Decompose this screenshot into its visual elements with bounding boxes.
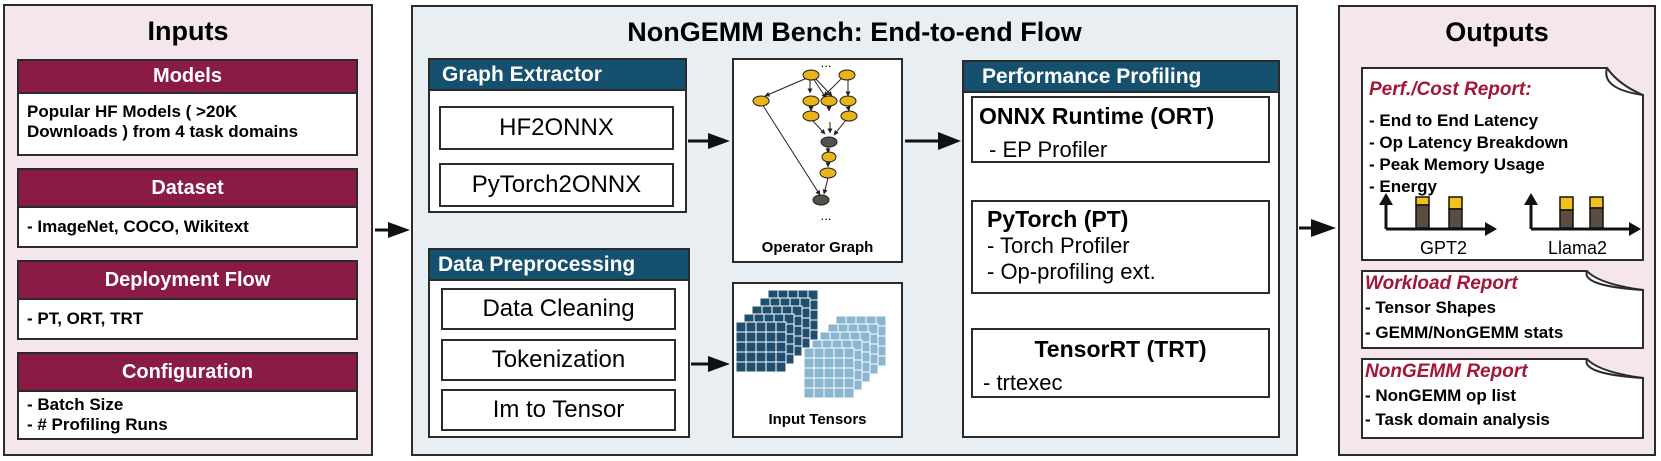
input-tensors-icon	[735, 289, 887, 399]
arrow-inputs-to-flow	[375, 222, 410, 238]
workload-report-title: Workload Report	[1365, 273, 1518, 294]
nongemm-report-item-1: - NonGEMM op list	[1365, 386, 1517, 405]
models-card-body: Popular HF Models ( >20K Downloads ) fro…	[27, 102, 299, 141]
models-card: Models Popular HF Models ( >20K Download…	[17, 59, 358, 156]
graph-nodes	[752, 69, 858, 179]
pt-title: PyTorch (PT)	[987, 206, 1129, 232]
perf-report-item-1: - End to End Latency	[1369, 111, 1539, 130]
outputs-title: Outputs	[1445, 17, 1549, 47]
configuration-card-header: Configuration	[19, 354, 356, 392]
arrow-graph-to-profiling	[905, 132, 961, 150]
graph-extractor-title: Graph Extractor	[430, 60, 685, 91]
arrow-preprocessing-to-tensors	[691, 356, 730, 372]
chart-label-llama2: Llama2	[1548, 238, 1608, 258]
models-card-header: Models	[19, 61, 356, 94]
nongemm-report-item-2: - Task domain analysis	[1365, 410, 1550, 429]
chart-label-gpt2: GPT2	[1420, 238, 1468, 258]
graph-ellipsis-bottom: ...	[821, 208, 832, 223]
nongemm-report-doc-shape	[1361, 358, 1644, 439]
pytorch2onnx-box: PyTorch2ONNX	[439, 163, 674, 207]
graph-dark-nodes	[812, 136, 838, 206]
operator-graph-diagram: ... ...	[752, 55, 858, 223]
hf2onnx-box: HF2ONNX	[439, 106, 674, 150]
perf-report-item-2: - Op Latency Breakdown	[1369, 133, 1569, 152]
dataset-card-body: - ImageNet, COCO, Wikitext	[27, 217, 249, 236]
graph-ellipsis-top: ...	[821, 55, 832, 70]
ort-box: ONNX Runtime (ORT) - EP Profiler	[971, 96, 1270, 163]
trt-box: TensorRT (TRT) - trtexec	[971, 328, 1270, 398]
perf-report-item-4: - Energy	[1369, 177, 1438, 196]
arrow-flow-to-outputs	[1299, 219, 1336, 237]
operator-graph-box: Operator Graph	[732, 58, 903, 263]
deployment-flow-card: Deployment Flow - PT, ORT, TRT	[17, 260, 358, 340]
dataset-card: Dataset - ImageNet, COCO, Wikitext	[17, 168, 358, 248]
inputs-title: Inputs	[147, 16, 229, 46]
deployment-flow-card-header: Deployment Flow	[19, 262, 356, 300]
im-to-tensor-box: Im to Tensor	[441, 389, 676, 431]
trt-line-1: - trtexec	[983, 370, 1063, 395]
performance-profiling-title: Performance Profiling	[964, 62, 1278, 93]
perf-mini-charts	[1379, 193, 1641, 236]
flow-title: NonGEMM Bench: End-to-end Flow	[627, 17, 1082, 47]
operator-graph-caption: Operator Graph	[761, 239, 874, 256]
data-cleaning-box: Data Cleaning	[441, 288, 676, 330]
perf-report-item-3: - Peak Memory Usage	[1369, 155, 1545, 174]
configuration-card: Configuration - Batch Size - # Profiling…	[17, 352, 358, 440]
trt-title: TensorRT (TRT)	[1034, 336, 1207, 362]
input-tensors-caption: Input Tensors	[768, 411, 867, 428]
configuration-card-body: - Batch Size - # Profiling Runs	[27, 395, 168, 434]
ort-line-1: - EP Profiler	[989, 137, 1108, 162]
pt-line-2: - Op-profiling ext.	[987, 259, 1156, 284]
dataset-card-header: Dataset	[19, 170, 356, 208]
arrow-extractor-to-graph	[688, 133, 730, 149]
pt-line-1: - Torch Profiler	[987, 233, 1130, 258]
perf-report-title: Perf./Cost Report:	[1369, 79, 1532, 100]
ort-title: ONNX Runtime (ORT)	[979, 103, 1215, 129]
tokenization-box: Tokenization	[441, 339, 676, 381]
workload-report-item-1: - Tensor Shapes	[1365, 298, 1496, 317]
data-preprocessing-title: Data Preprocessing	[430, 250, 688, 281]
workload-report-doc-shape	[1361, 270, 1644, 349]
deployment-flow-card-body: - PT, ORT, TRT	[27, 309, 144, 328]
workload-report-item-2: - GEMM/NonGEMM stats	[1365, 323, 1564, 342]
pt-box: PyTorch (PT) - Torch Profiler - Op-profi…	[971, 200, 1270, 294]
nongemm-report-title: NonGEMM Report	[1365, 361, 1528, 382]
